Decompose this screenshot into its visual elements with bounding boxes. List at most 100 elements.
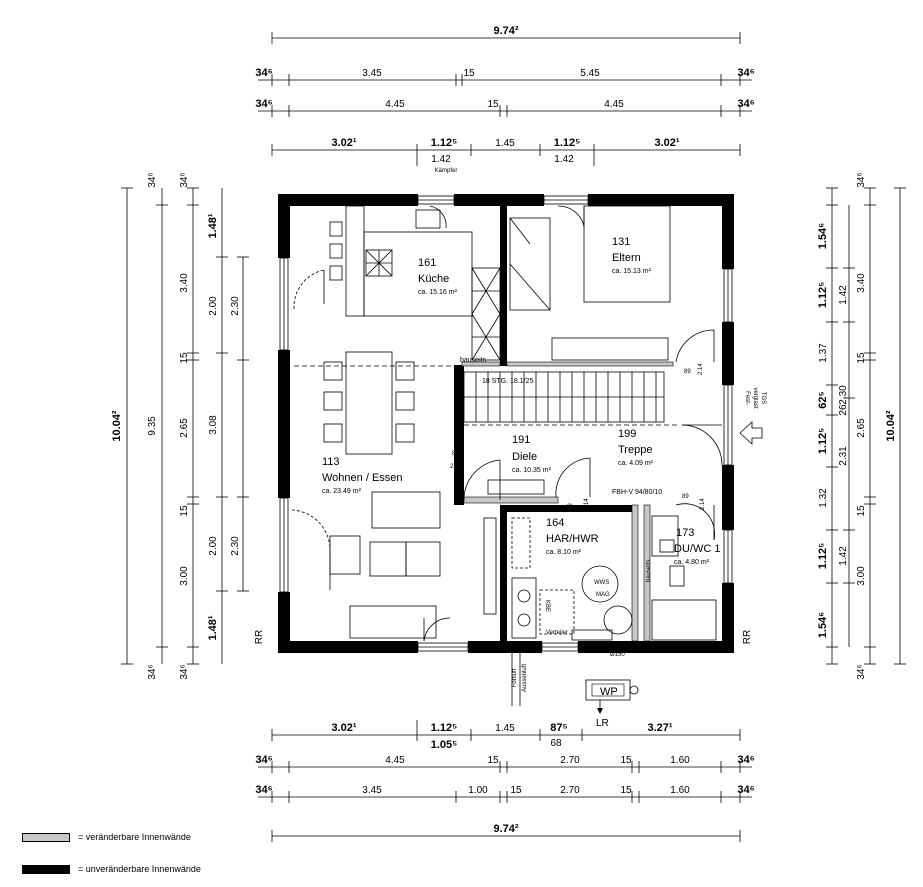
svg-text:4.45: 4.45 <box>385 99 405 110</box>
svg-text:Fortluft: Fortluft <box>512 668 518 687</box>
svg-text:113: 113 <box>322 456 340 468</box>
svg-text:2.00: 2.00 <box>208 296 219 316</box>
svg-text:173: 173 <box>676 527 694 539</box>
svg-text:1.12⁵: 1.12⁵ <box>817 428 829 455</box>
furniture <box>323 205 717 641</box>
svg-text:2.65: 2.65 <box>179 418 190 438</box>
svg-text:2.14¹: 2.14¹ <box>450 464 464 470</box>
svg-text:ca. 15.16 m²: ca. 15.16 m² <box>418 289 458 296</box>
svg-text:3.45: 3.45 <box>362 785 382 796</box>
svg-text:34⁶: 34⁶ <box>737 784 754 796</box>
right-dimension-texts: 1.54⁶ 1.12⁵ 1.37 62⁵ 1.12⁵ 1.32 1.12⁵ 1.… <box>742 172 897 679</box>
rr-left: RR <box>254 630 265 644</box>
svg-text:34⁶: 34⁶ <box>255 784 272 796</box>
svg-text:1.42: 1.42 <box>431 154 451 165</box>
svg-text:15: 15 <box>856 352 867 364</box>
svg-text:Fest-: Fest- <box>744 391 750 405</box>
svg-text:15: 15 <box>856 505 867 517</box>
svg-text:2.14: 2.14 <box>698 363 704 375</box>
svg-text:TGS: TGS <box>760 392 766 404</box>
top-dimension-texts: 9.74² 34⁶ 34⁶ 3.45 15 5.45 34⁶ 34⁶ 4.45 … <box>255 25 754 174</box>
svg-text:MAG: MAG <box>596 592 610 598</box>
svg-text:bauseits: bauseits <box>646 560 652 582</box>
svg-text:1.42: 1.42 <box>838 546 849 566</box>
shower <box>651 515 679 557</box>
svg-text:verglast: verglast <box>752 387 758 408</box>
svg-text:34⁶: 34⁶ <box>737 67 754 79</box>
svg-text:2.65: 2.65 <box>856 418 867 438</box>
svg-text:89: 89 <box>452 451 459 457</box>
svg-text:26: 26 <box>838 404 849 416</box>
legend-swatch-gray <box>22 832 70 842</box>
svg-text:10.04²: 10.04² <box>111 410 123 442</box>
svg-text:3.02¹: 3.02¹ <box>654 137 679 149</box>
svg-text:15: 15 <box>510 785 522 796</box>
svg-text:WWS: WWS <box>594 580 609 586</box>
svg-text:3.02¹: 3.02¹ <box>331 137 356 149</box>
svg-text:ca. 10.35 m²: ca. 10.35 m² <box>512 467 552 474</box>
svg-text:1.12⁵: 1.12⁵ <box>431 722 458 734</box>
svg-text:2.30: 2.30 <box>838 385 849 405</box>
bottom-dimension-texts: 3.02¹ 1.12⁵ 1.45 87⁵ 3.27¹ 1.05⁵ 68 34⁶ … <box>255 722 754 835</box>
svg-text:161: 161 <box>418 257 436 269</box>
svg-text:WP: WP <box>600 686 618 698</box>
svg-text:Eltern: Eltern <box>612 252 641 264</box>
svg-text:164: 164 <box>546 517 564 529</box>
bathtub <box>651 599 717 641</box>
room-labels: 161 Küche ca. 15.16 m² 131 Eltern ca. 15… <box>322 236 720 566</box>
svg-text:15: 15 <box>463 68 475 79</box>
variable-walls <box>461 361 674 642</box>
svg-text:15: 15 <box>179 505 190 517</box>
dining-table <box>345 351 393 455</box>
svg-text:Wohnen / Essen: Wohnen / Essen <box>322 472 403 484</box>
svg-text:2.30: 2.30 <box>230 536 241 556</box>
svg-text:1.12⁵: 1.12⁵ <box>817 282 829 309</box>
svg-text:Ø150: Ø150 <box>610 652 625 658</box>
svg-text:3.00: 3.00 <box>179 566 190 586</box>
svg-text:1.48¹: 1.48¹ <box>207 213 219 238</box>
sofa-bottom <box>349 605 437 639</box>
svg-text:34⁶: 34⁶ <box>737 98 754 110</box>
svg-text:1.32: 1.32 <box>818 488 829 508</box>
svg-text:1.37: 1.37 <box>818 343 829 363</box>
svg-text:ca. 4.80 m²: ca. 4.80 m² <box>674 559 710 566</box>
svg-text:15: 15 <box>487 755 499 766</box>
svg-text:89: 89 <box>684 369 691 375</box>
svg-text:199: 199 <box>618 428 636 440</box>
svg-text:ca. 23.49 m²: ca. 23.49 m² <box>322 488 362 495</box>
svg-text:3.40: 3.40 <box>179 273 190 293</box>
svg-text:2.00: 2.00 <box>208 536 219 556</box>
dim-total-bottom: 9.74² <box>493 823 518 835</box>
bottom-dimension-chains <box>258 720 752 842</box>
legend-swatch-black <box>22 864 70 874</box>
svg-text:34⁶: 34⁶ <box>255 98 272 110</box>
svg-text:3.08: 3.08 <box>208 415 219 435</box>
svg-text:15: 15 <box>487 99 499 110</box>
left-dimension-texts: 10.04² 9.35 34⁶ 34⁶ 34⁶ 34⁶ 3.40 15 2.65… <box>111 172 265 679</box>
svg-text:131: 131 <box>612 236 630 248</box>
windows <box>279 195 733 652</box>
svg-text:4.45: 4.45 <box>385 755 405 766</box>
right-dimension-chains <box>826 187 906 665</box>
svg-text:3.40: 3.40 <box>856 273 867 293</box>
legend-text-variable: = veränderbare Innenwände <box>78 832 191 842</box>
washer-dryer <box>511 577 537 639</box>
bed <box>583 205 671 303</box>
svg-text:18 STG. 18.1/25: 18 STG. 18.1/25 <box>482 378 533 385</box>
dim-total-top: 9.74² <box>493 25 518 37</box>
svg-text:2.70: 2.70 <box>560 755 580 766</box>
kitchen-sink <box>415 209 441 229</box>
svg-text:2.14: 2.14 <box>700 498 706 510</box>
svg-text:34⁶: 34⁶ <box>179 664 190 679</box>
svg-text:1.60: 1.60 <box>670 755 690 766</box>
svg-text:3.02¹: 3.02¹ <box>331 722 356 734</box>
wws-tank <box>581 565 619 603</box>
rr-right: RR <box>742 630 753 644</box>
svg-text:34⁶: 34⁶ <box>147 664 158 679</box>
svg-text:1.45: 1.45 <box>495 138 515 149</box>
kitchen-tall-cabinets <box>471 267 501 361</box>
svg-text:15: 15 <box>620 785 632 796</box>
svg-text:15: 15 <box>620 755 632 766</box>
svg-text:1.00: 1.00 <box>468 785 488 796</box>
svg-text:Küche: Küche <box>418 273 449 285</box>
